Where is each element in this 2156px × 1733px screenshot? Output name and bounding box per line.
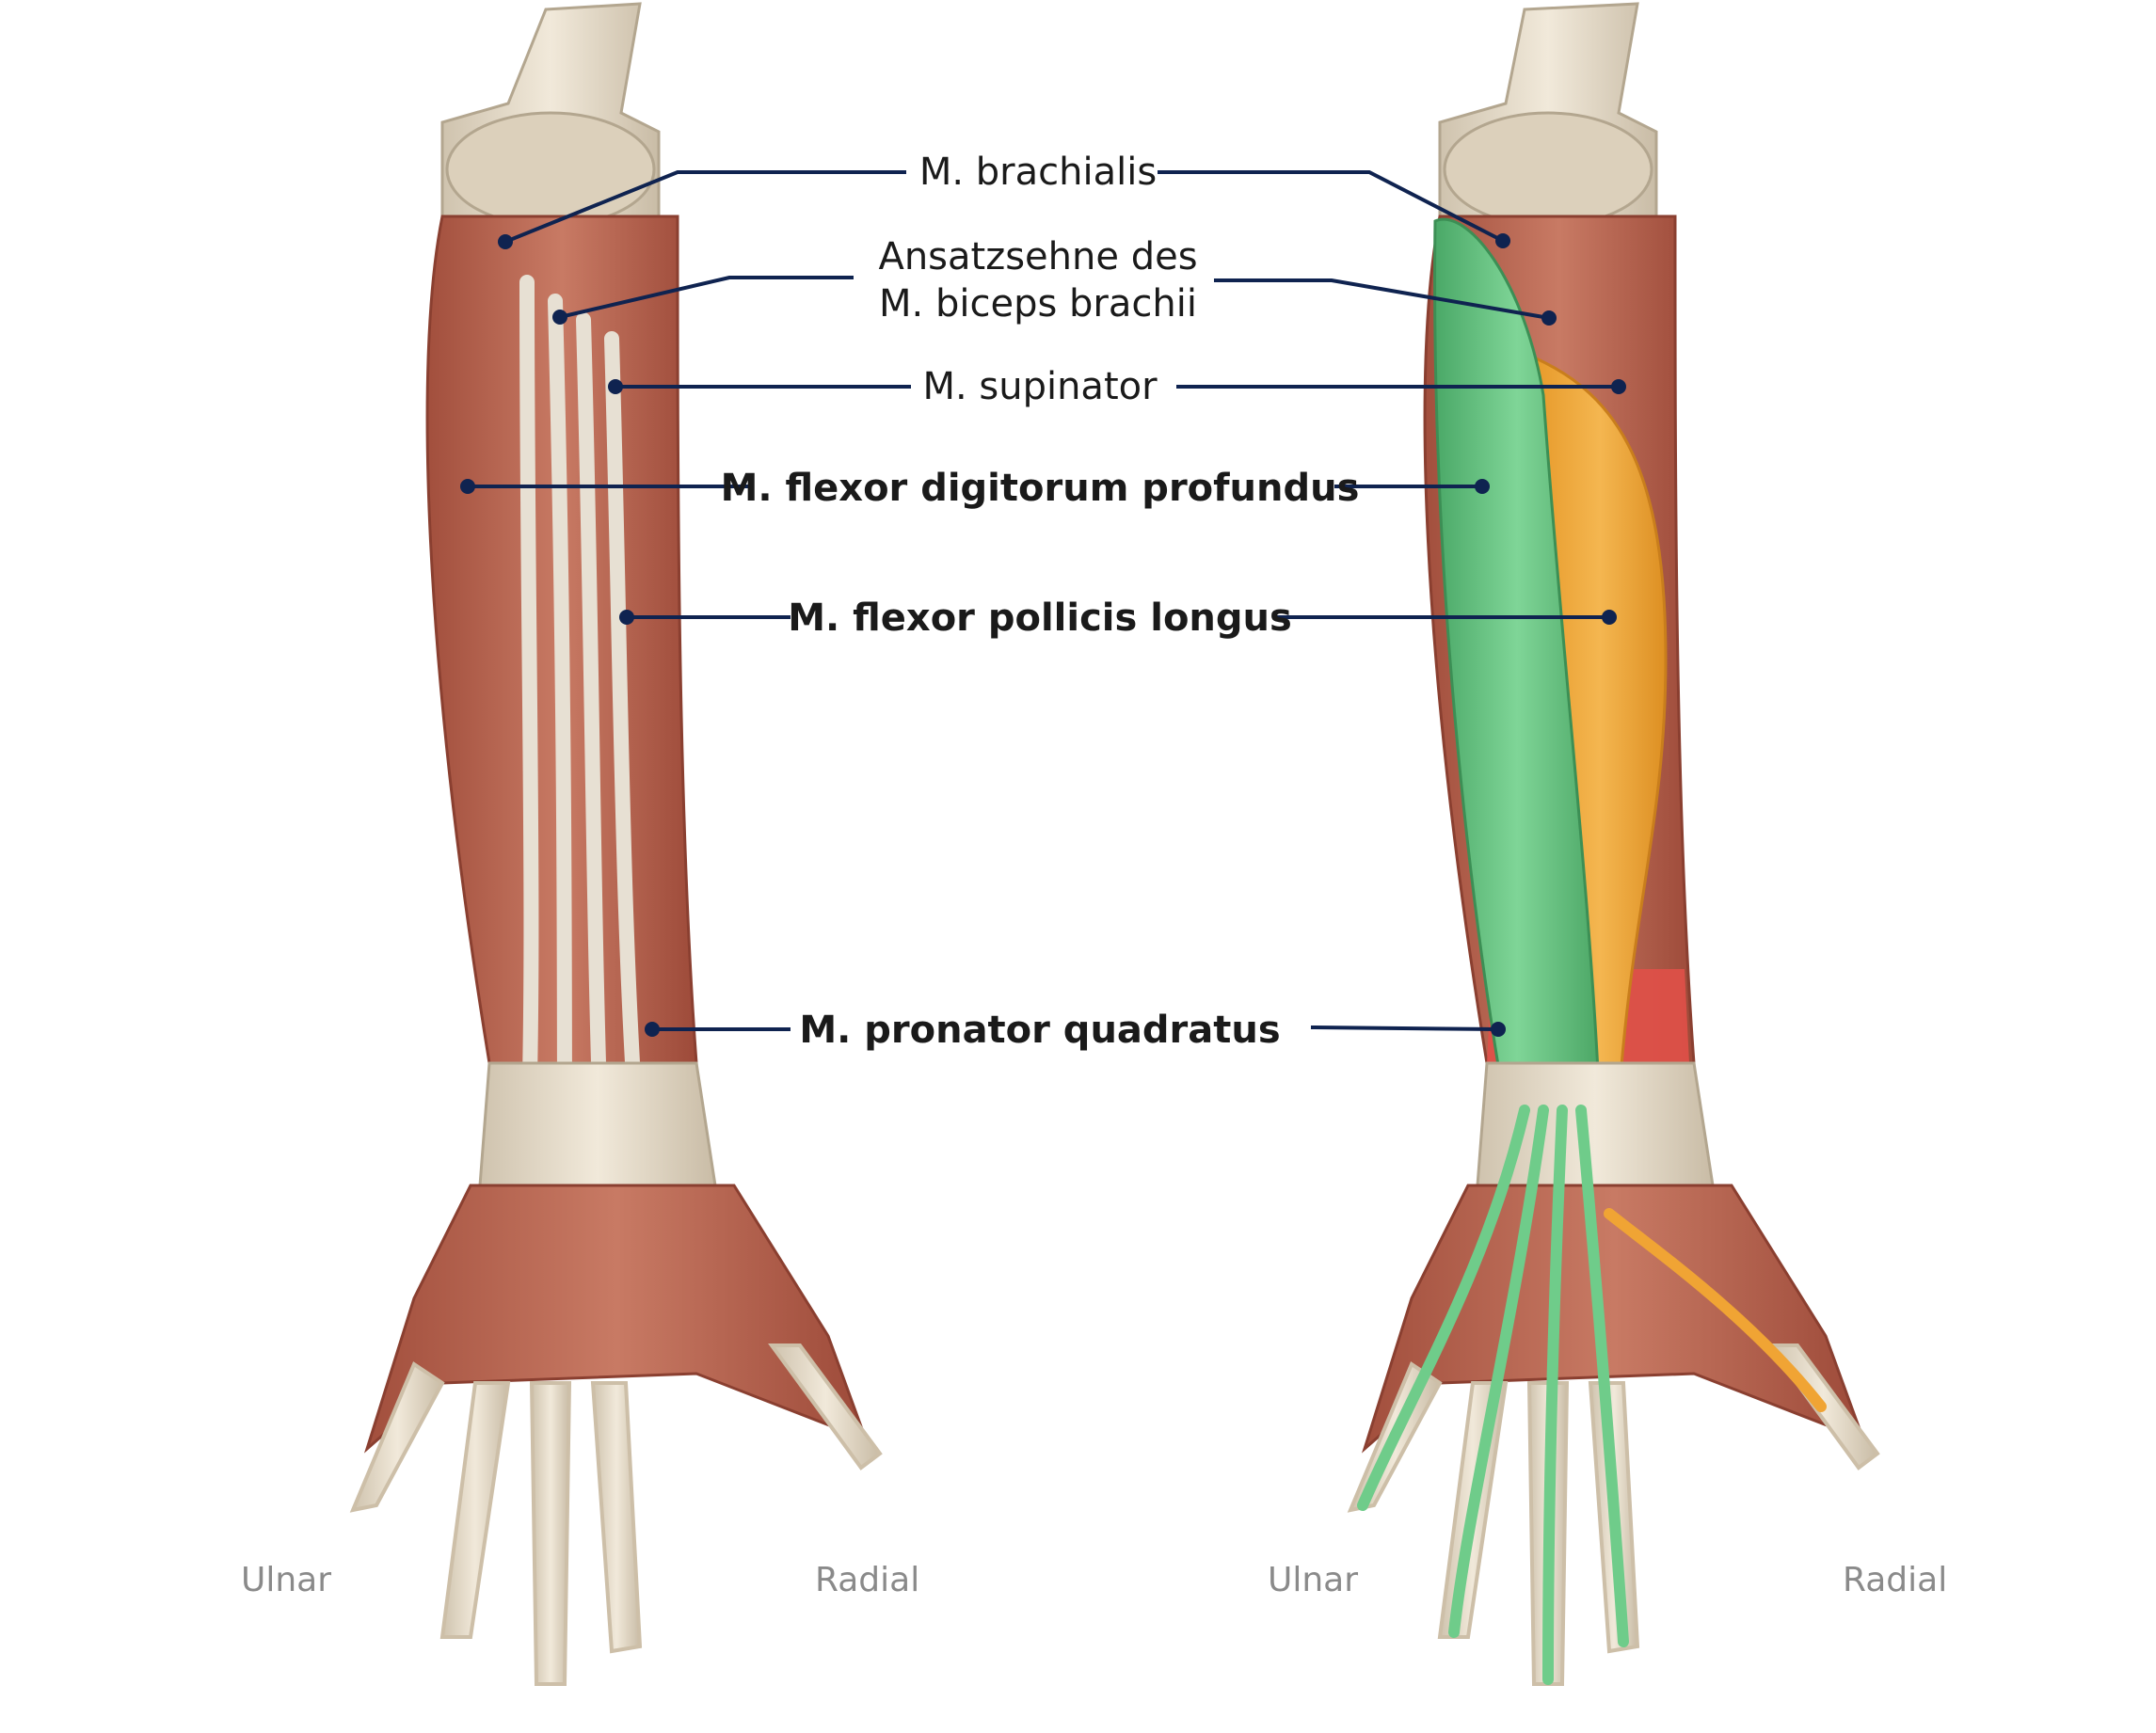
right-elbow-joint [1443,111,1653,228]
right-palm [1361,1184,1866,1454]
label-supinator: M. supinator [922,365,1158,408]
right-radial-label: Radial [1843,1561,1948,1599]
label-pronator-quadratus: M. pronator quadratus [799,1009,1281,1052]
right-forearm [1347,2,1880,1686]
leader-lines [468,170,1619,1031]
left-ulnar-label: Ulnar [241,1561,332,1599]
left-palm [363,1184,869,1454]
label-brachialis: M. brachialis [918,151,1158,194]
fdp-tendons-highlight [1357,1105,1629,1685]
left-elbow-joint [445,111,656,228]
label-flexor-pollicis-longus: M. flexor pollicis longus [788,596,1292,640]
right-ulnar-label: Ulnar [1268,1561,1359,1599]
left-fingers [349,1343,883,1686]
label-biceps-tendon-line1: Ansatzsehne des [878,235,1198,278]
fpl-thumb-tendon-highlight [1604,1208,1827,1412]
flexor-digitorum-profundus-highlight [1433,217,1602,1112]
left-wrist-bones [478,1061,717,1187]
label-flexor-digitorum-profundus: M. flexor digitorum profundus [720,467,1360,510]
left-radial-label: Radial [815,1561,920,1599]
left-forearm [349,2,883,1686]
label-biceps-tendon-line2: M. biceps brachii [879,282,1197,326]
leader-endpoints [460,233,1626,1037]
